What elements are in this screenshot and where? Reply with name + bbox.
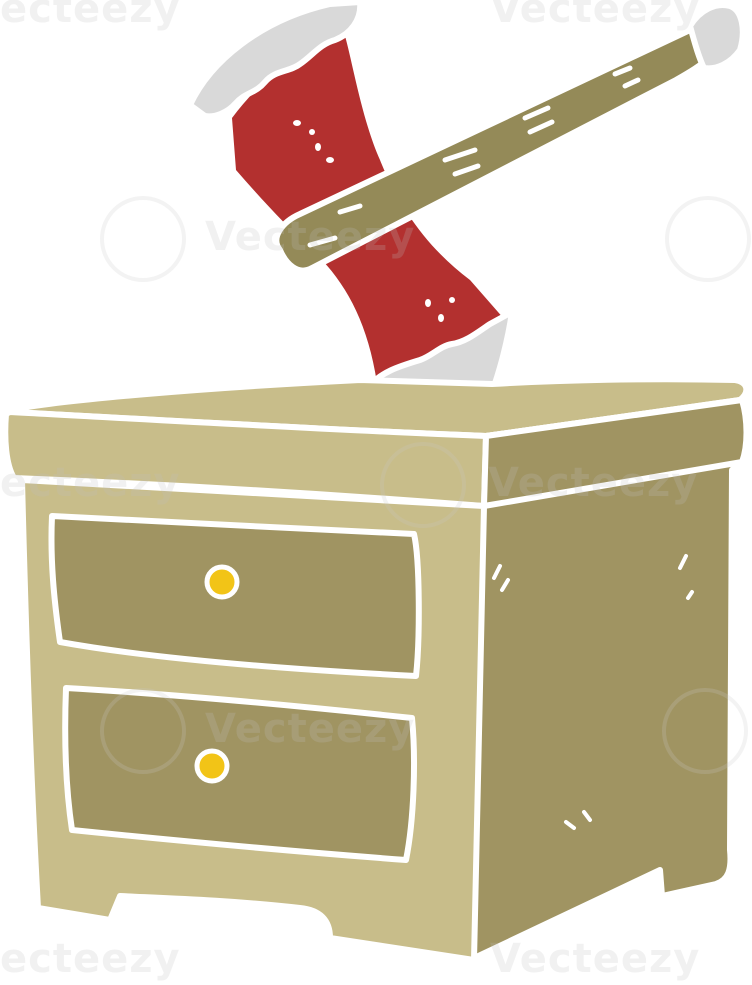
watermark-logo <box>665 196 751 282</box>
drawer-upper <box>48 513 422 679</box>
watermark-logo <box>100 196 186 282</box>
watermark-text: Vecteezy <box>490 936 701 982</box>
watermark-text: Vecteezy <box>488 460 699 506</box>
watermark-text: Vecteezy <box>205 706 416 752</box>
side-highlights <box>492 554 694 830</box>
watermark-logo <box>662 688 748 774</box>
bedside-cabinet <box>2 376 750 963</box>
watermark-text: Vecteezy <box>205 214 416 260</box>
watermark-text: ecteezy <box>0 460 181 506</box>
axe-handle-cap <box>687 2 746 72</box>
drawer-upper-knob <box>204 564 240 600</box>
axe-head-highlights <box>293 120 455 322</box>
watermark-text: Vecteezy <box>490 0 701 32</box>
drawer-lower-knob <box>194 748 230 784</box>
axe-blade-top <box>187 0 364 120</box>
handle-grain <box>307 65 641 248</box>
watermark-text: ecteezy <box>0 0 181 32</box>
axe-handle <box>273 2 746 274</box>
watermark-logo <box>380 442 466 528</box>
watermark-text: ecteezy <box>0 936 181 982</box>
watermark-logo <box>100 688 186 774</box>
